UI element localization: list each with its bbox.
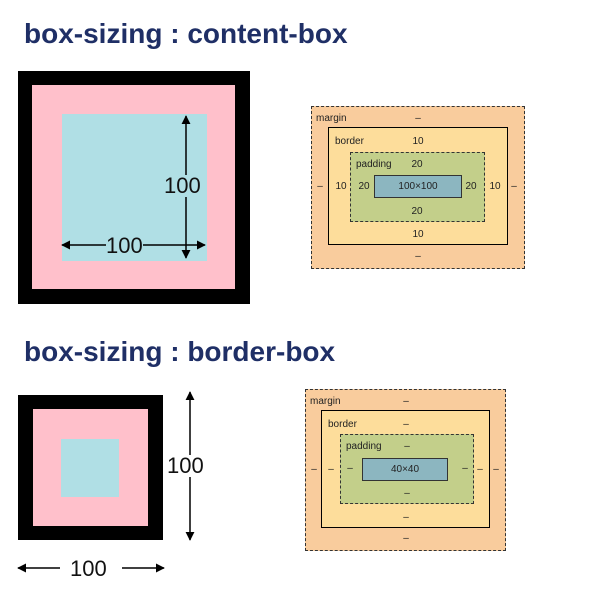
border-left-value: 10 xyxy=(335,181,347,192)
padding-top-value-2: – xyxy=(404,441,410,452)
margin-label-2: margin xyxy=(310,396,341,407)
margin-bottom-value: – xyxy=(415,251,421,262)
devtools-content-box: 100×100 xyxy=(374,175,462,198)
width-label: 100 xyxy=(106,233,143,258)
padding-top-value: 20 xyxy=(411,159,423,170)
border-top-value: 10 xyxy=(412,136,424,147)
height-label: 100 xyxy=(164,173,201,198)
margin-top-value-2: – xyxy=(403,396,409,407)
border-box-content xyxy=(61,439,119,497)
padding-right-value: 20 xyxy=(465,181,477,192)
border-right-value-2: – xyxy=(477,464,483,475)
content-size-value: 100×100 xyxy=(398,181,438,192)
margin-left-value: – xyxy=(317,181,323,192)
margin-right-value: – xyxy=(511,181,517,192)
margin-bottom-value-2: – xyxy=(403,533,409,544)
padding-left-value-2: – xyxy=(347,463,353,474)
padding-label: padding xyxy=(356,159,392,170)
border-bottom-value: 10 xyxy=(412,229,424,240)
border-label-2: border xyxy=(328,419,357,430)
content-size-value-2: 40×40 xyxy=(390,464,420,475)
border-left-value-2: – xyxy=(328,464,334,475)
border-label: border xyxy=(335,136,364,147)
padding-bottom-value-2: – xyxy=(404,488,410,499)
width-label-2: 100 xyxy=(70,556,107,581)
margin-top-value: – xyxy=(415,113,421,124)
padding-bottom-value: 20 xyxy=(411,206,423,217)
margin-right-value-2: – xyxy=(493,464,499,475)
border-right-value: 10 xyxy=(489,181,501,192)
margin-left-value-2: – xyxy=(311,464,317,475)
padding-right-value-2: – xyxy=(462,463,468,474)
padding-label-2: padding xyxy=(346,441,382,452)
section-title-content-box: box-sizing : content-box xyxy=(24,18,348,49)
height-label-2: 100 xyxy=(167,453,204,478)
section-title-border-box: box-sizing : border-box xyxy=(24,336,336,367)
border-top-value-2: – xyxy=(403,419,409,430)
margin-label: margin xyxy=(316,113,347,124)
padding-left-value: 20 xyxy=(358,181,370,192)
devtools-content-box-2: 40×40 xyxy=(362,458,448,481)
border-bottom-value-2: – xyxy=(403,512,409,523)
